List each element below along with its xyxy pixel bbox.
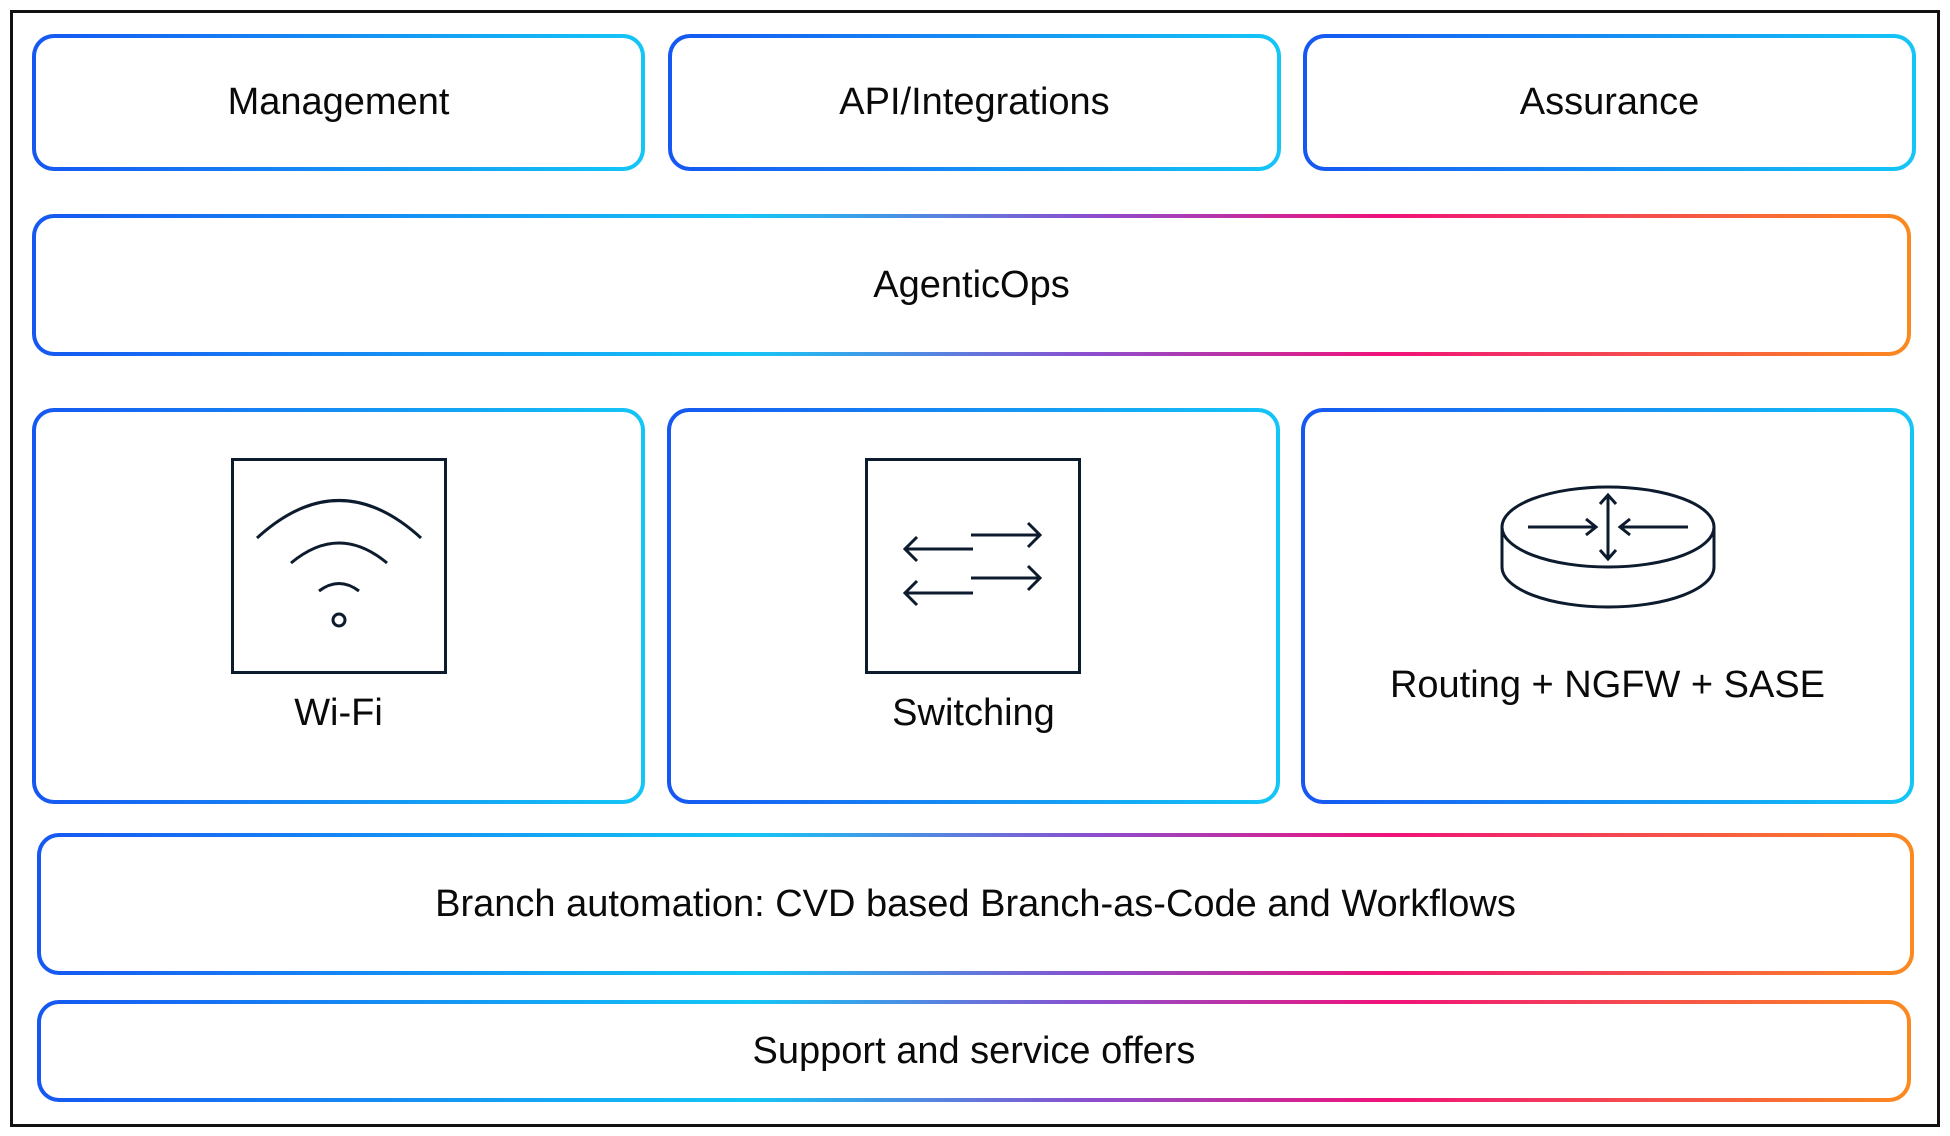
wifi-icon [231, 458, 447, 674]
api-integrations-box: API/Integrations [668, 34, 1281, 171]
agenticops-box: AgenticOps [32, 214, 1911, 356]
management-label: Management [227, 81, 450, 123]
switching-label: Switching [892, 692, 1055, 734]
assurance-label: Assurance [1519, 81, 1700, 123]
branch-automation-label: Branch automation: CVD based Branch-as-C… [435, 882, 1516, 925]
api-integrations-label: API/Integrations [839, 81, 1110, 123]
support-label: Support and service offers [752, 1029, 1196, 1072]
wifi-box: Wi-Fi [32, 408, 645, 804]
assurance-box: Assurance [1303, 34, 1916, 171]
management-box: Management [32, 34, 645, 171]
diagram-frame [10, 10, 1940, 1127]
switch-icon [865, 458, 1081, 674]
switching-box: Switching [667, 408, 1280, 804]
branch-automation-box: Branch automation: CVD based Branch-as-C… [37, 833, 1914, 975]
wifi-label: Wi-Fi [294, 692, 383, 734]
router-icon [1500, 485, 1716, 609]
routing-box: Routing + NGFW + SASE [1301, 408, 1914, 804]
agenticops-label: AgenticOps [873, 263, 1070, 306]
support-box: Support and service offers [37, 1000, 1911, 1102]
routing-label: Routing + NGFW + SASE [1389, 664, 1826, 706]
